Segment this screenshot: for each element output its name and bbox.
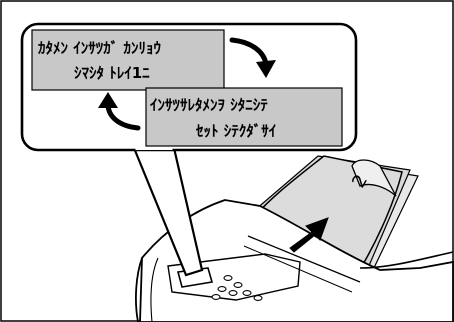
control-buttons	[211, 275, 263, 301]
message-panel-1	[31, 29, 225, 91]
paper-exit-slot	[247, 235, 361, 283]
message-2-line-1: ｲﾝｻﾂｻﾚﾀﾒﾝｦ ｼﾀﾆｼﾃ	[150, 96, 268, 114]
control-button-6	[253, 295, 263, 301]
message-2-line-2: ｾｯﾄ ｼﾃｸﾀﾞｻｲ	[195, 122, 276, 140]
counterclockwise-arrow-icon	[98, 92, 141, 131]
control-button-7	[211, 294, 221, 300]
printer-front-curve	[135, 257, 143, 322]
clockwise-arrow-icon	[229, 37, 276, 78]
control-button-2	[233, 282, 243, 288]
feed-direction-arrow-icon	[289, 217, 329, 253]
printer-back-edge	[359, 251, 454, 269]
control-button-3	[217, 286, 227, 292]
printer-illustration	[135, 155, 454, 322]
message-1-line-2: ｼﾏｼﾀ ﾄﾚｲ1ﾆ	[74, 64, 150, 82]
control-button-1	[223, 275, 233, 281]
message-panel-2	[145, 87, 343, 147]
control-button-5	[242, 290, 252, 296]
message-1-line-1: ｶﾀﾒﾝ ｲﾝｻﾂｶﾞ ｶﾝﾘｮｳ	[38, 39, 161, 57]
printer-front-inner	[150, 257, 159, 322]
paper-exit-slot-2	[243, 245, 353, 293]
control-button-4	[228, 290, 238, 296]
paper-curl	[351, 159, 397, 197]
